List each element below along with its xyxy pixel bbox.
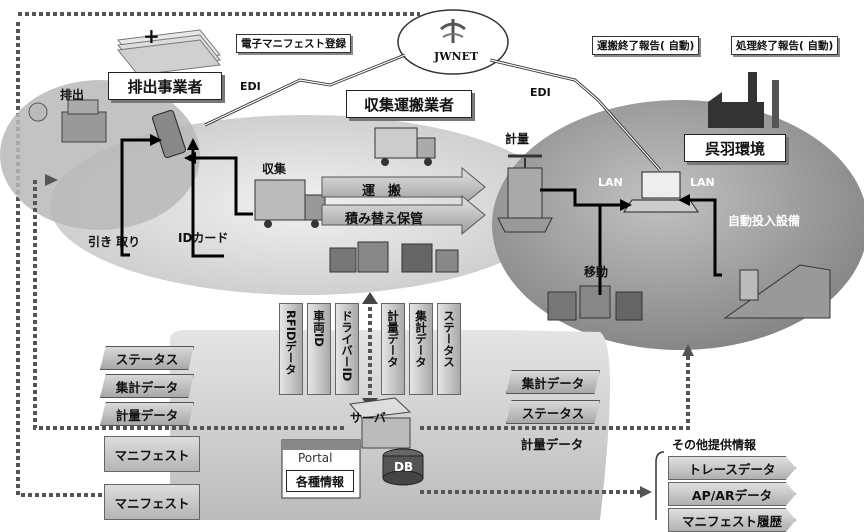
vertical-column-3: 計量データ xyxy=(381,303,405,395)
collection-truck-icon xyxy=(254,179,326,228)
weighing-scale-icon xyxy=(497,154,553,233)
vertical-column-0: RFIDデータ xyxy=(279,303,303,395)
dotted-flow-lines xyxy=(33,180,690,494)
edi-right-label: EDI xyxy=(530,86,551,99)
right-chip-weight: 計量データ xyxy=(520,436,584,452)
biohazard-icon xyxy=(28,102,48,122)
discharger-zone xyxy=(0,80,200,230)
other-info-trace: トレースデータ xyxy=(668,456,796,480)
vertical-column-1: 車両ID xyxy=(307,303,331,395)
black-flow-lines xyxy=(120,138,722,295)
transfer-arrow-label: 積み替え保管 xyxy=(345,212,424,227)
idcard-label: IDカード xyxy=(178,231,229,245)
jwnet-logo-icon xyxy=(440,19,466,43)
truck-icon xyxy=(374,127,436,166)
collector-box: 収集運搬業者 xyxy=(346,90,472,118)
other-info-apar: AP/ARデータ xyxy=(668,482,796,506)
left-chip-status: ステータス xyxy=(100,346,194,370)
various-info-label: 各種情報 xyxy=(286,470,354,492)
portal-label: Portal xyxy=(298,451,333,465)
waste-boxes-icon xyxy=(61,111,107,143)
moving-pallets-icon xyxy=(547,285,643,321)
process-report-tag: 処理終了報告( 自動) xyxy=(731,36,839,55)
lan-label-2: LAN xyxy=(690,176,715,189)
paper-stack-icon xyxy=(117,29,221,76)
edi-left-label: EDI xyxy=(240,80,261,93)
transport-report-tag: 運搬終了報告( 自動) xyxy=(592,36,700,55)
manifest-block-1: マニフェスト xyxy=(104,436,200,472)
laptop-icon xyxy=(623,171,699,213)
weighing-label: 計量 xyxy=(505,132,530,146)
manifest-block-2: マニフェスト xyxy=(104,484,200,520)
transport-arrow xyxy=(321,166,486,208)
jwnet-label: JWNET xyxy=(434,50,479,63)
other-info-title: その他提供情報 xyxy=(672,438,757,452)
transfer-storage-arrow xyxy=(321,194,486,236)
mobile-terminal-icon xyxy=(152,109,186,159)
discharge-label: 排出 xyxy=(60,88,85,102)
left-chip-summary: 集計データ xyxy=(100,374,194,398)
auto-feed-equipment-icon xyxy=(723,264,831,319)
server-icon xyxy=(349,397,412,449)
server-label: サーバ xyxy=(350,410,386,425)
vertical-column-4: 集計データ xyxy=(409,303,433,395)
plus-sign: + xyxy=(143,24,160,48)
storage-pallets-icon xyxy=(329,241,459,273)
right-chip-status: ステータス xyxy=(506,400,600,424)
auto-feed-label: 自動投入設備 xyxy=(728,214,801,228)
vertical-column-2: ドライバーID xyxy=(335,303,359,395)
left-chip-weight: 計量データ xyxy=(100,402,194,426)
other-info-bracket xyxy=(655,451,665,520)
edi-bolt-right-inner xyxy=(489,59,661,171)
discharger-box: 排出事業者 xyxy=(108,72,222,100)
db-label: DB xyxy=(394,460,414,474)
lan-label-1: LAN xyxy=(598,176,623,189)
other-info-manifest-history: マニフェスト履歴 xyxy=(668,508,796,532)
factory-icon xyxy=(708,72,779,128)
right-chip-summary: 集計データ xyxy=(506,370,600,394)
kureha-box: 呉羽環境 xyxy=(684,134,786,162)
denshi-manifest-tag: 電子マニフェスト登録 xyxy=(236,34,351,53)
transport-arrow-label: 運 搬 xyxy=(362,184,402,199)
database-icon xyxy=(382,448,424,486)
vertical-column-5: ステータス xyxy=(437,303,461,395)
collect-label: 収集 xyxy=(262,162,287,176)
pickup-label: 引き 取り xyxy=(88,235,141,249)
move-label: 移動 xyxy=(584,265,609,279)
edi-bolt-left-inner xyxy=(204,54,406,126)
